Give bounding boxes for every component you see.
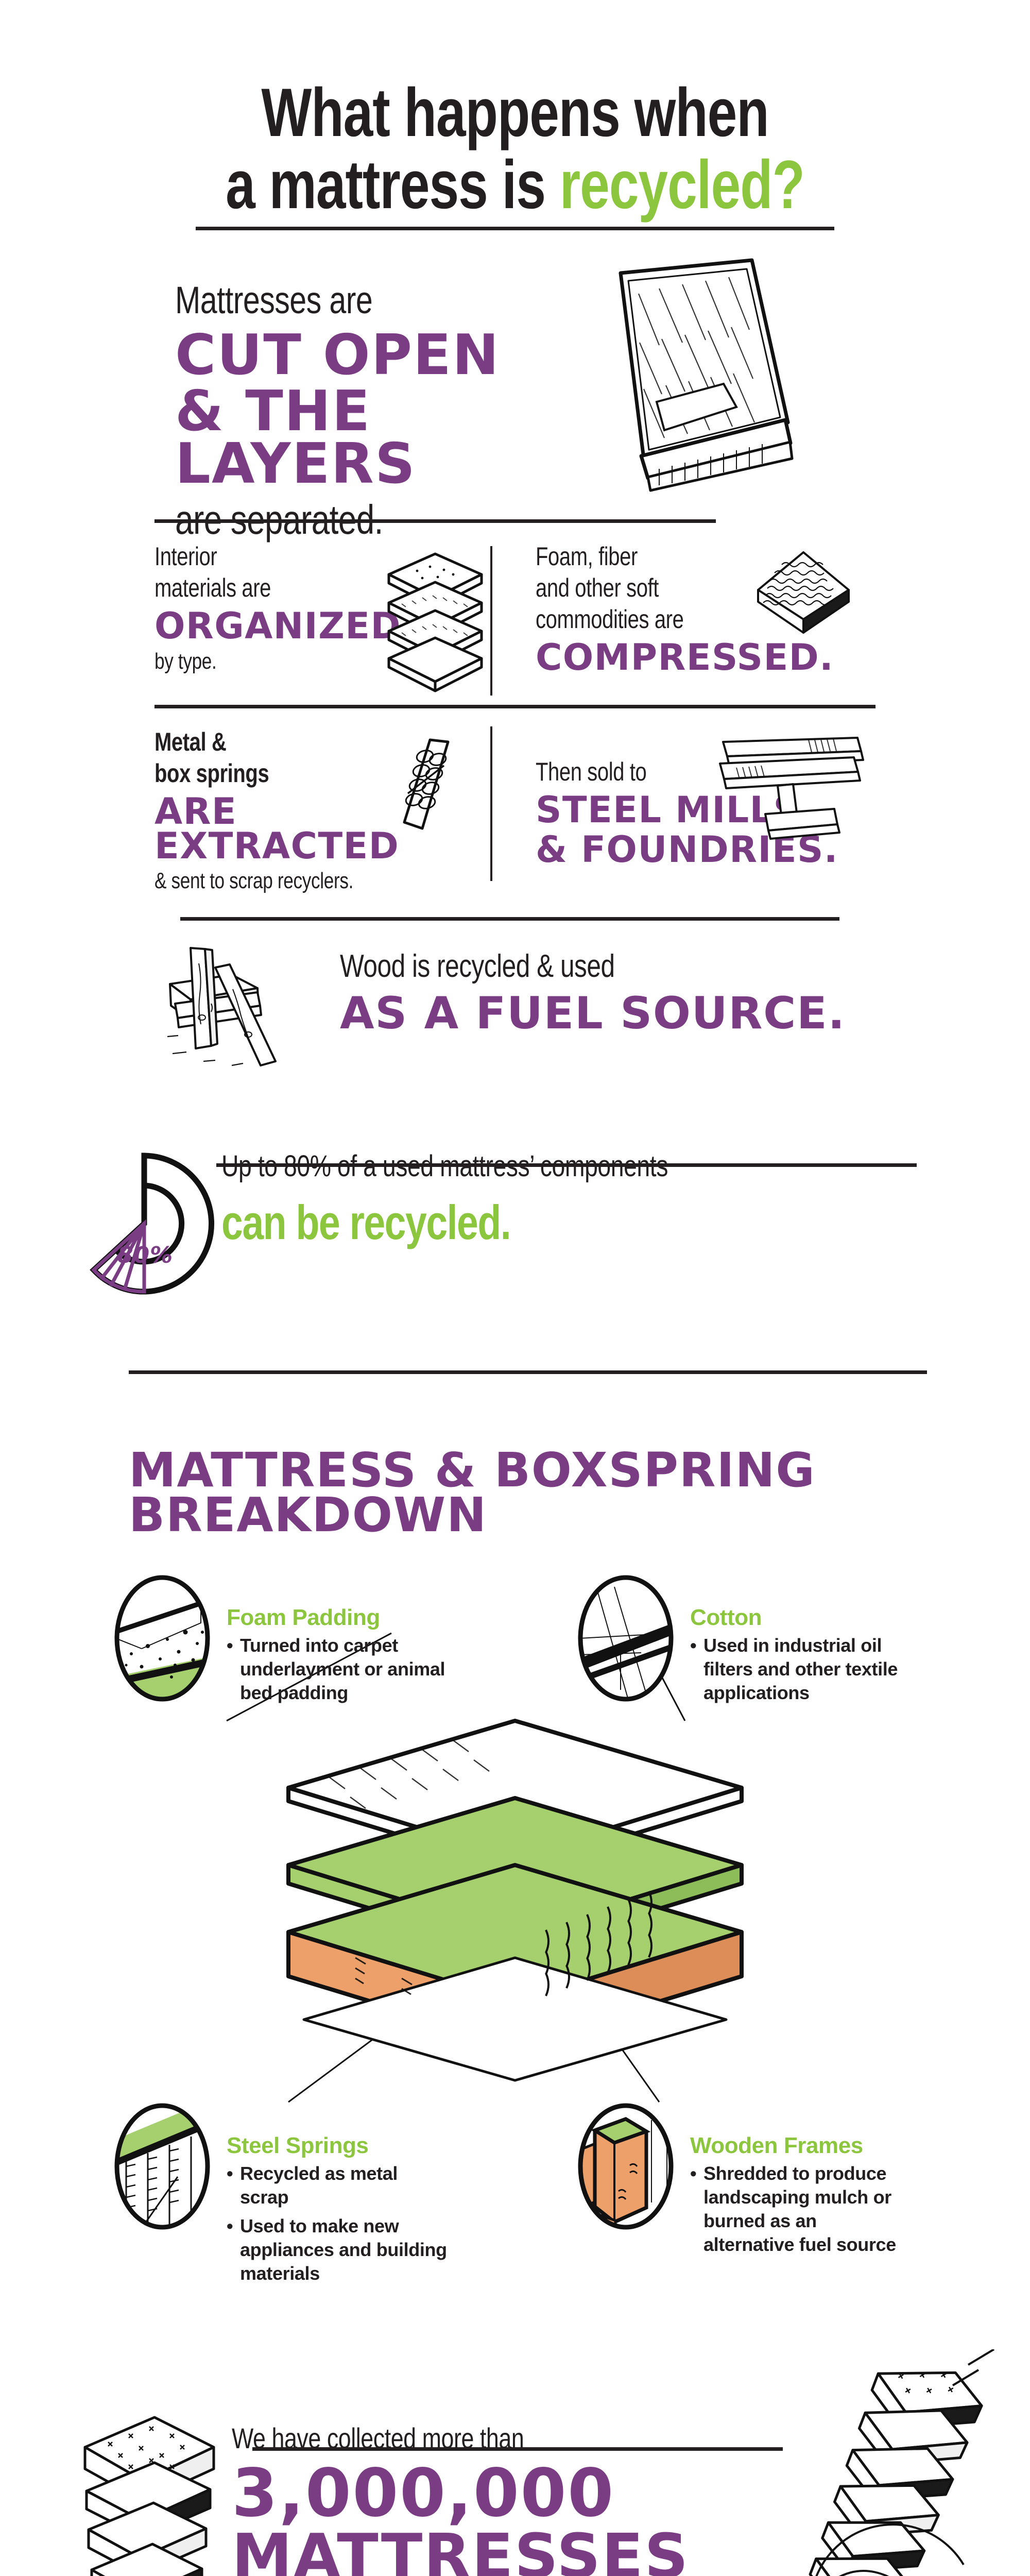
divider-4 xyxy=(216,1163,917,1167)
steel-intro: Then sold to xyxy=(536,757,647,786)
metal-outro: & sent to scrap recyclers. xyxy=(154,868,354,893)
organized-hand: ORGANIZED xyxy=(154,605,401,647)
exploded-mattress-diagram xyxy=(227,1710,803,2092)
cotton-magnifier-icon xyxy=(574,1571,677,1705)
step-wood: Wood is recycled & used AS A FUEL SOURCE… xyxy=(340,948,958,1039)
callout-steel-springs-list: Recycled as metal scrap Used to make new… xyxy=(227,2162,448,2285)
metal-intro-2: box springs xyxy=(154,759,269,788)
wood-hand: AS A FUEL SOURCE. xyxy=(340,988,846,1039)
compressed-intro-2: and other soft xyxy=(536,573,659,602)
divider-2 xyxy=(154,705,876,708)
callout-steel-springs-bullet-0: Recycled as metal scrap xyxy=(227,2162,448,2209)
donut-gauge-icon: 80% xyxy=(62,1141,227,1306)
breakdown-title: MATTRESS & BOXSPRING BREAKDOWN xyxy=(129,1443,816,1543)
row-organized-compressed: Interior materials are ORGANIZED by type… xyxy=(154,541,876,696)
callout-cotton-list: Used in industrial oil filters and other… xyxy=(690,1634,912,1705)
callout-steel-springs-title: Steel Springs xyxy=(227,2133,369,2158)
mattress-sketch-icon xyxy=(582,252,819,495)
cut-open-hand-2: & THE LAYERS xyxy=(175,379,416,497)
collected-noun: MATTRESSES xyxy=(232,2520,690,2576)
callout-steel-springs-bullet-1: Used to make new appliances and building… xyxy=(227,2214,448,2285)
step-metal: Metal & box springs ARE EXTRACTED & sent… xyxy=(154,726,494,894)
steel-hand-1: STEEL MILLS xyxy=(536,789,800,831)
page-title: What happens when a mattress is recycled… xyxy=(0,77,1030,221)
callout-wooden-frames-list: Shredded to produce landscaping mulch or… xyxy=(690,2162,912,2257)
step-organized: Interior materials are ORGANIZED by type… xyxy=(154,541,494,674)
organized-outro: by type. xyxy=(154,648,217,674)
wood-intro: Wood is recycled & used xyxy=(340,948,615,984)
title-line-1: What happens when xyxy=(261,75,769,151)
collected-number: 3,000,000 xyxy=(232,2455,615,2532)
cut-open-hand-1: CUT OPEN xyxy=(175,323,500,387)
callout-cotton: Cotton Used in industrial oil filters an… xyxy=(690,1605,912,1710)
compressed-hand: COMPRESSED. xyxy=(536,636,834,679)
cut-open-intro: Mattresses are xyxy=(175,279,373,321)
callout-wooden-frames-title: Wooden Frames xyxy=(690,2133,863,2158)
callout-cotton-title: Cotton xyxy=(690,1605,762,1630)
metal-intro-1: Metal & xyxy=(154,727,227,756)
box-spring-sketch-icon xyxy=(376,736,474,834)
organized-intro-2: materials are xyxy=(154,573,271,602)
eighty-line-2: can be recycled. xyxy=(221,1195,511,1249)
callout-steel-springs: Steel Springs Recycled as metal scrap Us… xyxy=(227,2133,448,2291)
steel-springs-magnifier-icon xyxy=(111,2099,214,2233)
title-line-2: a mattress is recycled? xyxy=(113,149,917,222)
callout-foam-padding: Foam Padding Turned into carpet underlay… xyxy=(227,1605,448,1710)
row-3-divider xyxy=(490,726,492,881)
title-line-2-highlight: recycled? xyxy=(559,146,805,223)
callout-cotton-bullet-0: Used in industrial oil filters and other… xyxy=(690,1634,912,1705)
dial-label: 80% xyxy=(117,1242,173,1268)
compressed-intro-3: commodities are xyxy=(536,605,684,634)
step-compressed: Foam, fiber and other soft commodities a… xyxy=(536,541,876,675)
step-steel-mills: Then sold to STEEL MILLS & FOUNDRIES. xyxy=(536,726,876,867)
divider-under-title xyxy=(196,227,834,230)
divider-1 xyxy=(154,519,716,523)
step-cut-open: Mattresses are CUT OPEN & THE LAYERS are… xyxy=(175,278,566,544)
steel-beam-sketch-icon xyxy=(716,732,870,850)
collected-intro: We have collected more than xyxy=(232,2422,524,2454)
compressed-intro-1: Foam, fiber xyxy=(536,542,638,571)
mattress-stack-sketch-icon xyxy=(77,2380,221,2576)
callout-foam-padding-bullet-0: Turned into carpet underlayment or anima… xyxy=(227,1634,448,1705)
callout-wooden-frames: Wooden Frames Shredded to produce landsc… xyxy=(690,2133,912,2262)
divider-6 xyxy=(252,2447,783,2451)
metal-hand: ARE EXTRACTED xyxy=(154,790,400,867)
wood-planks-sketch-icon xyxy=(154,943,330,1082)
row-metal-steel: Metal & box springs ARE EXTRACTED & sent… xyxy=(154,726,876,893)
title-line-2-plain: a mattress is xyxy=(226,146,560,223)
callout-foam-padding-title: Foam Padding xyxy=(227,1605,380,1630)
foam-padding-magnifier-icon xyxy=(111,1571,214,1705)
row-2-divider xyxy=(490,546,492,696)
organized-intro-1: Interior xyxy=(154,542,217,571)
divider-3 xyxy=(180,917,839,921)
mattress-stack-globe-sketch-icon xyxy=(783,2349,999,2576)
stacked-layers-sketch-icon xyxy=(381,546,489,696)
foam-block-sketch-icon xyxy=(752,541,855,644)
wooden-frames-magnifier-icon xyxy=(574,2099,677,2233)
eighty-percent-block: Up to 80% of a used mattress’ components… xyxy=(221,1149,917,1250)
callout-wooden-frames-bullet-0: Shredded to produce landscaping mulch or… xyxy=(690,2162,912,2257)
divider-5 xyxy=(129,1370,927,1374)
callout-foam-padding-list: Turned into carpet underlayment or anima… xyxy=(227,1634,448,1705)
collected-block: We have collected more than 3,000,000 MA… xyxy=(232,2421,876,2576)
eighty-line-1: Up to 80% of a used mattress’ components xyxy=(221,1149,668,1183)
